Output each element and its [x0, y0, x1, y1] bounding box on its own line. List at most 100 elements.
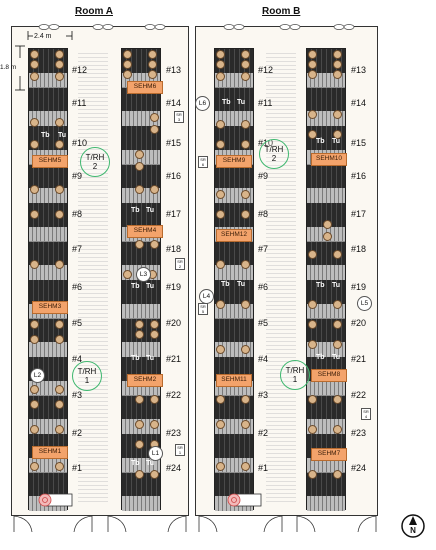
spool-icon — [148, 70, 157, 79]
aisle-vent — [266, 50, 296, 505]
rack-section — [215, 472, 253, 497]
sr-box: SR 2 — [175, 258, 185, 270]
spool-icon — [135, 162, 144, 171]
row-number-label: #7 — [72, 244, 83, 254]
spool-icon — [30, 385, 39, 394]
row-number-label: #20 — [351, 318, 367, 328]
row-number-label: #1 — [258, 463, 269, 473]
light-sensor-l3: L3 — [136, 267, 151, 282]
spool-icon — [135, 185, 144, 194]
row-number-label: #12 — [72, 65, 88, 75]
spool-icon — [150, 125, 159, 134]
north-label: N — [410, 526, 416, 535]
light-sensor-l2: L2 — [30, 368, 45, 383]
spool-icon — [241, 395, 250, 404]
sr-box: SR 5 — [198, 303, 208, 315]
rack-section — [122, 203, 160, 227]
spool-icon — [135, 240, 144, 249]
spool-icon — [308, 425, 317, 434]
spool-icon — [216, 72, 225, 81]
spool-icon — [308, 340, 317, 349]
spool-icon — [150, 420, 159, 429]
rack-section — [29, 265, 67, 280]
room-a-title: Room A — [75, 6, 113, 17]
spool-icon — [333, 300, 342, 309]
rack-section — [29, 164, 67, 189]
row-number-label: #16 — [166, 171, 182, 181]
row-number-label: #5 — [72, 318, 83, 328]
rack-section — [307, 280, 345, 304]
spool-icon — [308, 320, 317, 329]
rack-section — [215, 265, 253, 280]
rack-section — [215, 280, 253, 304]
sr-box: SR 4 — [361, 408, 371, 420]
spool-icon — [333, 320, 342, 329]
doors — [13, 515, 377, 533]
rack-section — [122, 280, 160, 304]
rack-section — [215, 87, 253, 112]
row-number-label: #9 — [258, 171, 269, 181]
row-number-label: #24 — [166, 463, 182, 473]
width-dimension-line — [27, 31, 73, 40]
spool-icon — [216, 395, 225, 404]
row-number-label: #10 — [72, 138, 88, 148]
spool-icon — [216, 420, 225, 429]
sehm-label: SEHM8 — [311, 369, 347, 382]
row-number-label: #22 — [351, 390, 367, 400]
spool-icon — [135, 395, 144, 404]
rack-section — [307, 380, 345, 396]
temp-probe-tb: Tb — [131, 207, 140, 214]
row-number-label: #16 — [351, 171, 367, 181]
row-number-label: #12 — [258, 65, 274, 75]
row-number-label: #15 — [166, 138, 182, 148]
spool-icon — [241, 140, 250, 149]
spool-icon — [241, 345, 250, 354]
row-number-label: #23 — [351, 428, 367, 438]
light-sensor-l6: L6 — [195, 96, 210, 111]
spool-icon — [216, 300, 225, 309]
sehm-label: SEHM4 — [127, 225, 163, 238]
sehm-label: SEHM1 — [32, 446, 68, 459]
spool-icon — [30, 425, 39, 434]
temp-probe-tu: Tu — [146, 283, 155, 290]
spool-icon — [333, 130, 342, 139]
sehm-label: SEHM3 — [32, 301, 68, 314]
rack-section — [215, 203, 253, 227]
row-number-label: #2 — [72, 428, 83, 438]
spool-icon — [30, 260, 39, 269]
temp-probe-tu: Tu — [58, 132, 67, 139]
spool-icon — [123, 70, 132, 79]
row-number-label: #20 — [166, 318, 182, 328]
spool-icon — [308, 70, 317, 79]
row-number-label: #18 — [166, 244, 182, 254]
depth-dimension-line — [15, 45, 25, 91]
heater-icon — [227, 493, 262, 507]
spool-icon — [216, 60, 225, 69]
spool-icon — [123, 50, 132, 59]
spool-icon — [308, 300, 317, 309]
temp-probe-tb: Tb — [221, 281, 230, 288]
row-number-label: #24 — [351, 463, 367, 473]
spool-icon — [30, 210, 39, 219]
spool-icon — [55, 210, 64, 219]
rack-section — [215, 434, 253, 458]
sr-box: SR 6 — [198, 156, 208, 168]
row-number-label: #1 — [72, 463, 83, 473]
spool-icon — [30, 72, 39, 81]
rack-section — [122, 472, 160, 497]
sehm-label: SEHM12 — [216, 229, 252, 242]
rack-section — [122, 457, 160, 473]
spool-icon — [55, 60, 64, 69]
spool-icon — [308, 50, 317, 59]
row-number-label: #6 — [258, 282, 269, 292]
spool-icon — [333, 50, 342, 59]
north-arrow-icon: N — [401, 514, 425, 538]
row-number-label: #13 — [166, 65, 182, 75]
rack-section — [215, 164, 253, 189]
row-number-label: #5 — [258, 318, 269, 328]
rack-section — [307, 203, 345, 227]
